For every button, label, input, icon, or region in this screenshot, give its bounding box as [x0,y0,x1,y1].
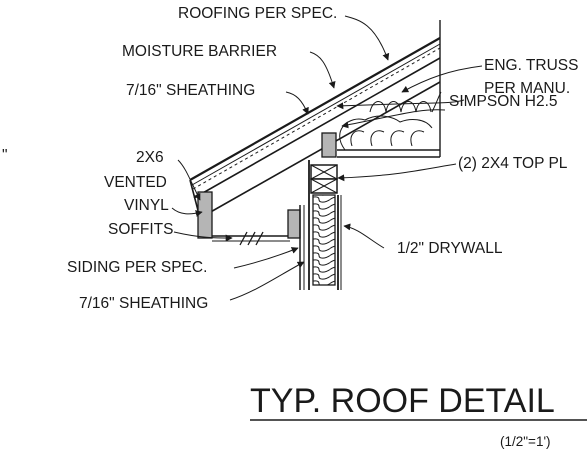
fascia-2x6 [197,191,213,239]
soffit-assembly [212,209,301,246]
label-sheathing-wall: 7/16" SHEATHING [79,295,208,312]
leader-lines [171,15,483,301]
label-eng-truss-1: ENG. TRUSS [484,57,578,74]
label-sheathing-roof: 7/16" SHEATHING [126,82,255,99]
wall-assembly [299,160,342,290]
label-top-plate: (2) 2X4 TOP PL [458,155,568,172]
label-vented: VENTED [104,174,167,191]
label-simpson: SIMPSON H2.5 [449,93,558,110]
drawing-title: TYP. ROOF DETAIL [250,382,555,420]
label-2x6: 2X6 [136,149,164,166]
label-moisture-barrier: MOISTURE BARRIER [122,43,277,60]
label-siding: SIDING PER SPEC. [67,259,207,276]
label-eng-truss-2: PER MANU. [484,80,570,97]
simpson-tie [321,132,337,158]
drawing-scale: (1/2"=1') [500,434,551,449]
label-roofing: ROOFING PER SPEC. [178,5,337,22]
label-soffits: SOFFITS [108,221,173,238]
edge-mark: " [2,147,8,164]
label-vinyl: VINYL [124,197,169,214]
label-drywall: 1/2" DRYWALL [397,240,503,257]
